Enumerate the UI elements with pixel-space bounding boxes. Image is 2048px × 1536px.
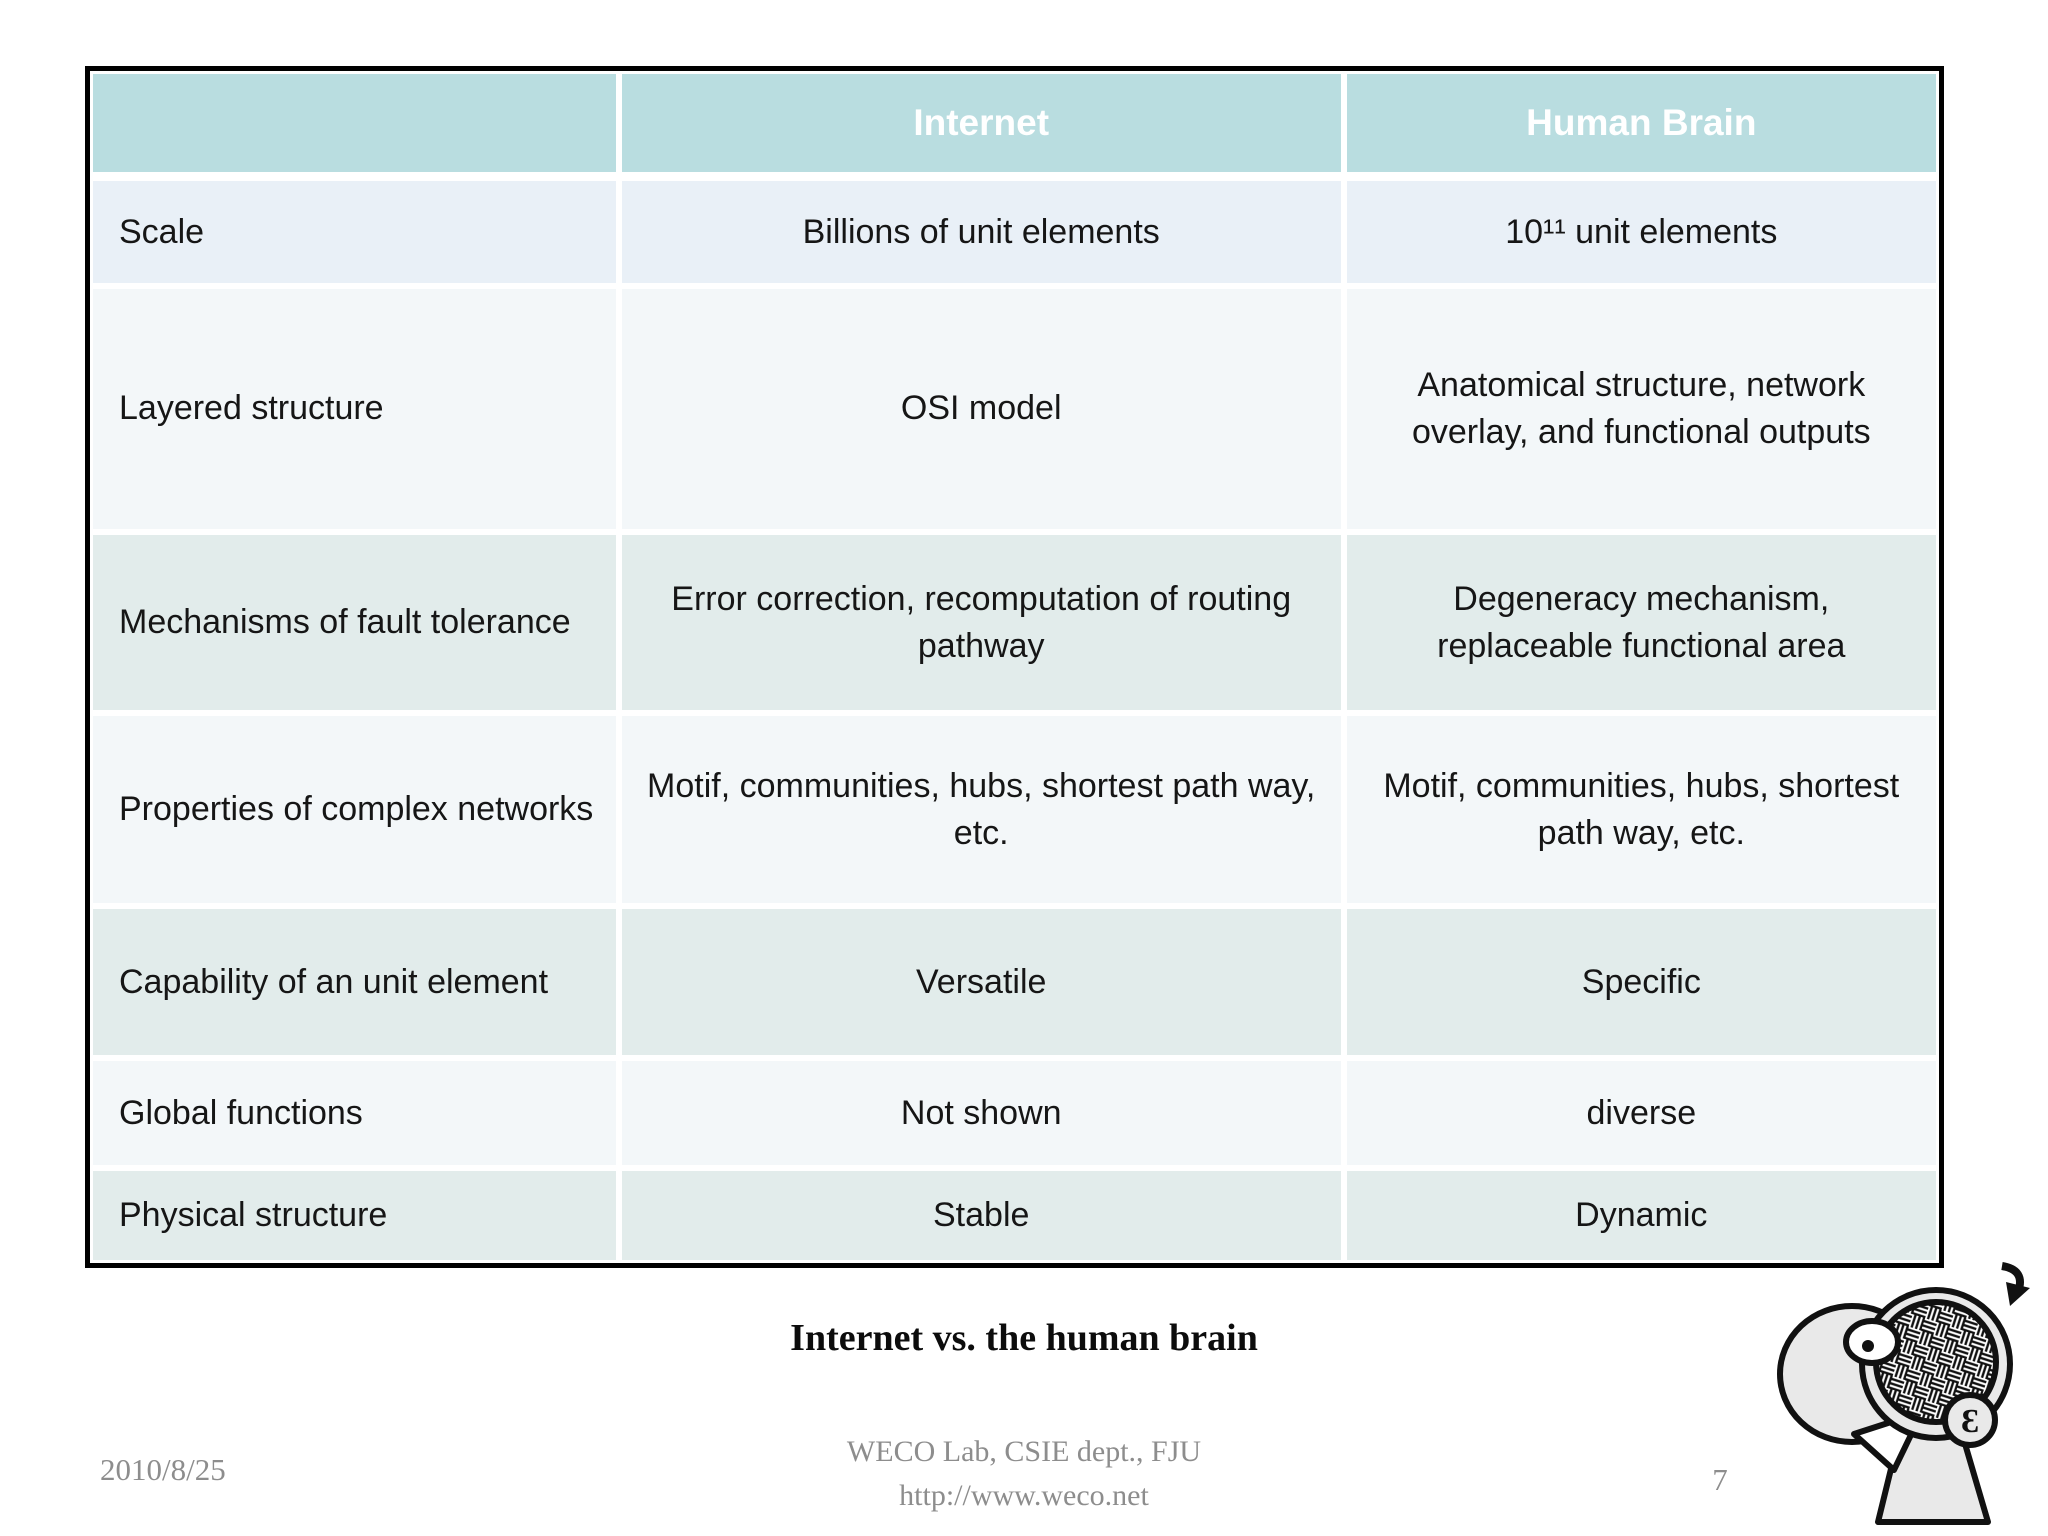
footer-date: 2010/8/25 (100, 1452, 226, 1487)
header-empty-cell (90, 71, 619, 179)
row-label: Properties of complex networks (90, 713, 619, 906)
table-row-scale: Scale Billions of unit elements 10¹¹ uni… (90, 178, 1939, 286)
cell-human-brain: Motif, communities, hubs, shortest path … (1343, 713, 1939, 906)
table-row-layered-structure: Layered structure OSI model Anatomical s… (90, 285, 1939, 532)
row-label: Capability of an unit element (90, 905, 619, 1059)
cell-human-brain: Specific (1343, 905, 1939, 1059)
header-human-brain: Human Brain (1343, 71, 1939, 179)
footer-org-name: WECO Lab, CSIE dept., FJU (846, 1435, 1202, 1468)
cell-human-brain: Degeneracy mechanism, replaceable functi… (1343, 531, 1939, 714)
table-row-global-functions: Global functions Not shown diverse (90, 1058, 1939, 1168)
brain-head-illustration: Ɛ (1777, 1262, 2030, 1525)
table-row-physical-structure: Physical structure Stable Dynamic (90, 1167, 1939, 1263)
cell-human-brain: diverse (1343, 1058, 1939, 1168)
row-label: Mechanisms of fault tolerance (90, 531, 619, 714)
row-label: Layered structure (90, 285, 619, 532)
cell-internet: Error correction, recomputation of routi… (618, 531, 1344, 714)
ear-glyph: Ɛ (1961, 1403, 1979, 1440)
pupil (1862, 1340, 1874, 1352)
page-number: 7 (1712, 1462, 1728, 1497)
table-row-unit-capability: Capability of an unit element Versatile … (90, 905, 1939, 1059)
ear-icon (1942, 1392, 1998, 1448)
cell-human-brain: Dynamic (1343, 1167, 1939, 1263)
row-label: Physical structure (90, 1167, 619, 1263)
footer-org-url: http://www.weco.net (899, 1478, 1149, 1512)
cell-internet: Billions of unit elements (618, 178, 1344, 286)
comparison-table: Internet Human Brain Scale Billions of u… (85, 66, 1944, 1268)
arrow-head (2006, 1282, 2030, 1306)
table-row-complex-networks: Properties of complex networks Motif, co… (90, 713, 1939, 906)
cell-internet: Motif, communities, hubs, shortest path … (618, 713, 1344, 906)
cell-internet: Versatile (618, 905, 1344, 1059)
header-internet: Internet (618, 71, 1344, 179)
cell-internet: OSI model (618, 285, 1344, 532)
row-label: Scale (90, 178, 619, 286)
table-caption: Internet vs. the human brain (790, 1317, 1258, 1359)
cell-internet: Stable (618, 1167, 1344, 1263)
table-header-row: Internet Human Brain (90, 71, 1939, 179)
cell-human-brain: Anatomical structure, network overlay, a… (1343, 285, 1939, 532)
cell-human-brain: 10¹¹ unit elements (1343, 178, 1939, 286)
cell-internet: Not shown (618, 1058, 1344, 1168)
table-row-fault-tolerance: Mechanisms of fault tolerance Error corr… (90, 531, 1939, 714)
row-label: Global functions (90, 1058, 619, 1168)
footer-organization: WECO Lab, CSIE dept., FJU http://www.wec… (0, 1430, 2048, 1517)
